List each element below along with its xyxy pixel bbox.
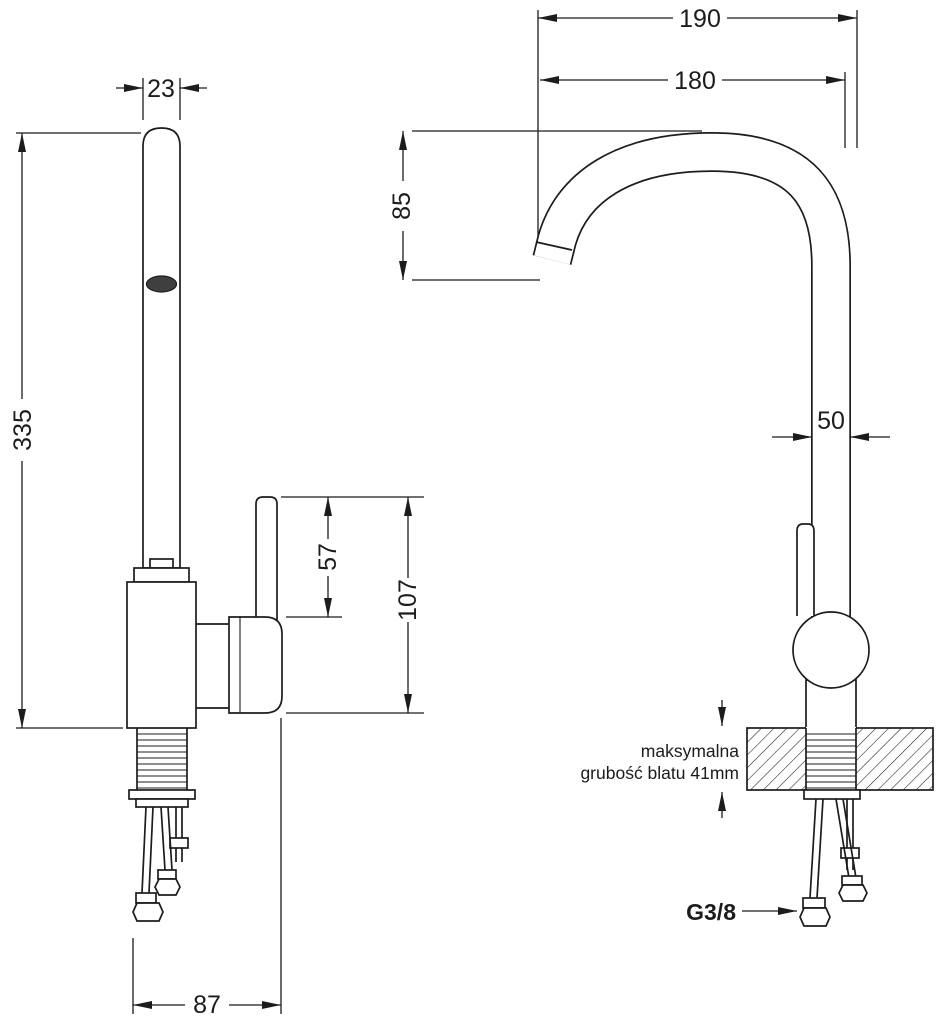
shank-window: [806, 727, 856, 791]
dim-riser-width: 50: [772, 407, 890, 441]
dim-label-bg: [668, 66, 722, 93]
dim-label-180: 180: [674, 67, 716, 95]
dim-total-height: 335: [9, 132, 141, 729]
mounting-plate-right: [803, 789, 861, 800]
dim-label-bg: [391, 181, 412, 231]
dim-label-335: 335: [9, 409, 37, 451]
left-view: [126, 127, 283, 922]
dim-label-bg: [673, 4, 727, 31]
gooseneck-spout-outline: [532, 131, 851, 692]
countertop-note-line1: maksymalna: [641, 741, 739, 761]
spout-collar: [133, 567, 190, 583]
dim-ext-lines: [281, 496, 424, 618]
handle-connector: [196, 623, 229, 709]
shank-edges: [136, 728, 188, 790]
hex-nut-b: [154, 878, 181, 896]
aerator-edge: [535, 241, 573, 251]
countertop-note-line2: grubość blatu 41mm: [580, 763, 739, 783]
handle-base: [228, 616, 283, 714]
dim-base-depth: 87: [132, 718, 282, 1019]
spout-pipe: [142, 127, 181, 569]
supply-hose-d: [835, 798, 857, 879]
shank-edges-right: [805, 728, 857, 790]
countertop-thickness-note: maksymalna grubość blatu 41mm: [580, 700, 739, 818]
dim-ext-lines: [412, 130, 702, 281]
dim-ext-lines: [16, 132, 141, 729]
shank-threads-right: [806, 733, 856, 789]
dim-label-bg: [11, 399, 33, 461]
aerator: [145, 275, 178, 293]
dim-spout-width: 23: [116, 75, 207, 120]
dim-label-bg: [397, 578, 418, 622]
dim-label-50: 50: [817, 407, 845, 435]
dim-label-23: 23: [147, 75, 175, 103]
hex-nut-d: [838, 884, 868, 902]
handle-lever-right: [796, 523, 815, 616]
dim-reach-outer: 190: [537, 4, 858, 236]
dim-handle-height: 57: [281, 496, 424, 618]
dim-ext-lines: [132, 718, 282, 1014]
hose-b-fitting: [157, 869, 177, 880]
thread-callout: G3/8: [686, 899, 797, 925]
mounting-washer: [135, 798, 189, 808]
dim-spout-drop: 85: [388, 130, 702, 281]
thread-size-label: G3/8: [686, 899, 736, 925]
supply-hose-b: [160, 806, 173, 871]
stud-nut-right: [840, 847, 860, 859]
dim-label-87: 87: [193, 991, 221, 1019]
dim-label-85: 85: [388, 192, 416, 220]
dim-reach-inner: 180: [540, 66, 846, 148]
supply-hose-c: [809, 798, 824, 899]
mounting-stud: [175, 807, 183, 862]
mixer-body: [792, 611, 870, 689]
shank-threads: [137, 733, 187, 789]
dim-ext-lines: [537, 10, 858, 236]
dim-label-bg: [185, 991, 229, 1018]
handle-lever: [255, 496, 278, 620]
faucet-body: [126, 581, 197, 729]
dim-body-height: 107: [286, 497, 424, 714]
gooseneck-spout-fill: [534, 133, 850, 692]
spout-collar-tab: [149, 558, 174, 569]
stud-nut: [169, 837, 189, 849]
mounting-plate: [128, 789, 196, 800]
hose-c-fitting: [802, 897, 826, 909]
dim-label-107: 107: [394, 579, 422, 621]
dim-label-190: 190: [679, 5, 721, 33]
hex-nut-c: [799, 907, 831, 927]
supply-hose-a: [141, 806, 154, 894]
hex-nut-a: [132, 902, 164, 922]
dimensions: 23 335 57 107 87: [9, 4, 890, 1019]
dim-label-57: 57: [314, 543, 342, 571]
right-view: [532, 131, 934, 927]
dim-label-bg: [317, 539, 338, 576]
hose-a-fitting: [135, 892, 157, 904]
hose-d-fitting: [841, 875, 863, 886]
